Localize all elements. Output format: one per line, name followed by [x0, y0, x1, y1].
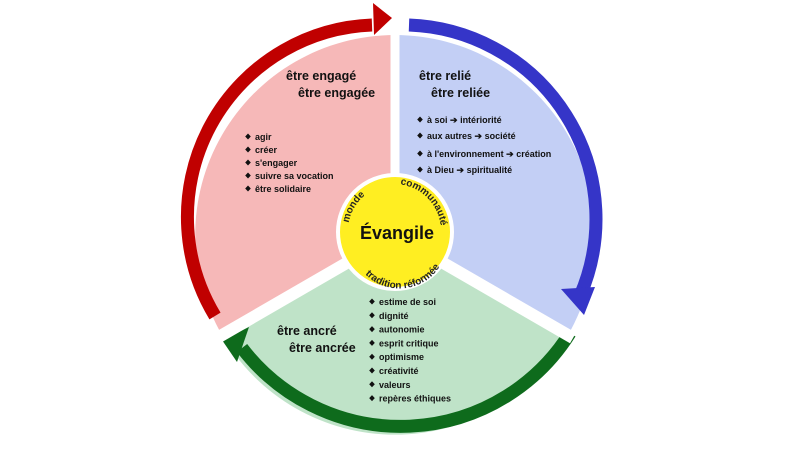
center-title-evangile: Évangile: [360, 222, 434, 243]
right-arrow-icon: ➔: [506, 149, 514, 159]
diamond-bullet-icon: [369, 339, 375, 346]
right-arrow-icon: ➔: [475, 131, 483, 141]
ancre-list-item: optimisme: [379, 352, 424, 362]
sector-etre-ancre: [222, 235, 568, 435]
diamond-bullet-icon: [245, 133, 251, 140]
right-arrow-icon: ➔: [457, 165, 465, 175]
ancre-list-item: estime de soi: [379, 297, 436, 307]
engage-list-item: être solidaire: [255, 184, 311, 194]
engage-list-item: s'engager: [255, 158, 298, 168]
ancre-list-item: dignité: [379, 311, 409, 321]
center-disc: [336, 173, 454, 291]
engage-title-line1: être engagé: [286, 69, 356, 83]
ancre-list-item: créativité: [379, 366, 419, 376]
red-cycle-arrow: [180, 18, 373, 320]
ancre-list-item: valeurs: [379, 380, 411, 390]
blue-cycle-arrow: [408, 18, 603, 299]
ancre-list-item: autonomie: [379, 325, 425, 335]
relie-list-item: à l'environnement ➔ création: [427, 149, 551, 159]
diamond-bullet-icon: [369, 395, 375, 402]
diamond-bullet-icon: [369, 312, 375, 319]
diamond-bullet-icon: [417, 116, 423, 123]
diamond-bullet-icon: [417, 132, 423, 139]
diamond-bullet-icon: [369, 326, 375, 333]
relie-list-item: à Dieu ➔ spiritualité: [427, 165, 512, 175]
diamond-bullet-icon: [245, 146, 251, 153]
green-cycle-arrow: [236, 329, 576, 433]
engage-item-list: agir créer s'engager suivre sa vocation être…: [245, 132, 334, 194]
engage-list-item: suivre sa vocation: [255, 171, 334, 181]
relie-list-item: aux autres ➔ société: [427, 131, 516, 141]
engage-list-item: agir: [255, 132, 272, 142]
diamond-bullet-icon: [369, 367, 375, 374]
right-arrow-icon: ➔: [450, 115, 458, 125]
relie-title-line1: être relié: [419, 69, 471, 83]
diamond-bullet-icon: [245, 159, 251, 166]
relie-item-list: à soi ➔ intériorité aux autres ➔ société à…: [417, 115, 551, 175]
diamond-bullet-icon: [369, 381, 375, 388]
ancre-list-item: repères éthiques: [379, 394, 451, 404]
blue-arrowhead-icon: [561, 287, 595, 315]
diamond-bullet-icon: [369, 353, 375, 360]
green-arrowhead-icon: [222, 327, 249, 362]
diamond-bullet-icon: [417, 166, 423, 173]
relie-list-item: à soi ➔ intériorité: [427, 115, 502, 125]
diamond-bullet-icon: [417, 150, 423, 157]
diamond-bullet-icon: [245, 172, 251, 179]
relie-title-line2: être reliée: [431, 86, 490, 100]
red-arrowhead-icon: [373, 3, 392, 35]
ancre-title-line1: être ancré: [277, 324, 337, 338]
ancre-list-item: esprit critique: [379, 338, 439, 348]
engage-list-item: créer: [255, 145, 278, 155]
engage-title-line2: être engagée: [298, 86, 375, 100]
ancre-title-line2: être ancrée: [289, 341, 356, 355]
ancre-item-list: estime de soi dignité autonomie esprit crit…: [369, 297, 451, 404]
diamond-bullet-icon: [369, 298, 375, 305]
diamond-bullet-icon: [245, 185, 251, 192]
